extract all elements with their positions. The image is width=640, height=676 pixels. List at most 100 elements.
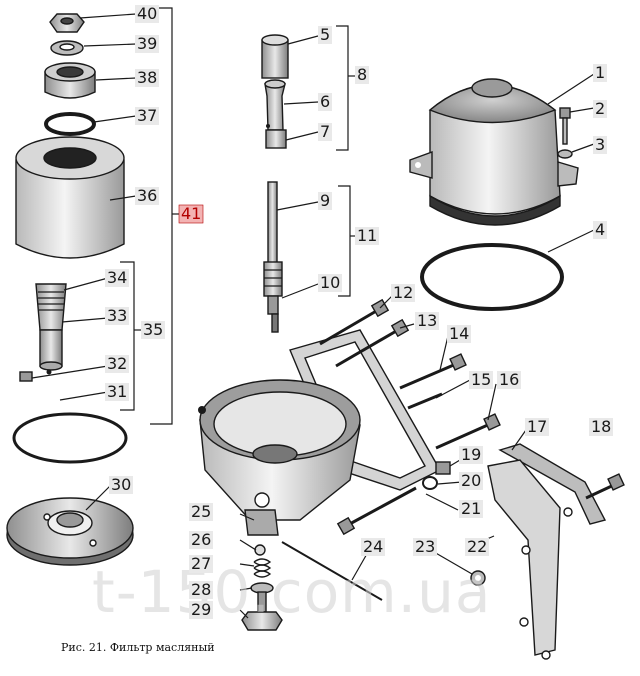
callout-label-7: 7 <box>320 122 330 141</box>
filter-element-part-36 <box>15 136 125 259</box>
callout-label-bg-22 <box>465 538 489 556</box>
callout-label-bg-11 <box>355 227 379 245</box>
washer-part-39 <box>50 40 84 56</box>
clip-part-23 <box>470 570 486 586</box>
sleeve-part-5 <box>261 34 289 79</box>
callout-label-40: 40 <box>137 4 157 23</box>
callout-label-bg-16 <box>497 371 521 389</box>
callout-label-bg-36 <box>135 187 159 205</box>
callout-label-bg-8 <box>355 66 369 84</box>
callout-label-13: 13 <box>417 311 437 330</box>
callout-label-bg-18 <box>589 418 613 436</box>
callout-label-bg-38 <box>135 69 159 87</box>
callout-label-bg-17 <box>525 418 549 436</box>
nut-part-40 <box>49 13 85 33</box>
callout-label-18: 18 <box>591 417 611 436</box>
callout-label-bg-6 <box>318 93 332 111</box>
callout-label-1: 1 <box>595 63 605 82</box>
gasket-ring-part-4 <box>420 243 564 311</box>
callout-label-31: 31 <box>107 382 127 401</box>
callout-label-5: 5 <box>320 25 330 44</box>
callout-label-30: 30 <box>111 475 131 494</box>
rod-part-24 <box>281 541 383 601</box>
callout-label-19: 19 <box>461 445 481 464</box>
group-brackets <box>120 7 356 425</box>
callout-label-23: 23 <box>415 537 435 556</box>
callout-label-4: 4 <box>595 220 605 239</box>
callout-label-bg-21 <box>459 500 483 518</box>
callout-label-34: 34 <box>107 268 127 287</box>
callout-label-28: 28 <box>191 580 211 599</box>
ring-part-37 <box>44 112 96 136</box>
callout-label-20: 20 <box>461 471 481 490</box>
callout-label-bg-4 <box>593 221 607 239</box>
callout-label-38: 38 <box>137 68 157 87</box>
callout-label-bg-5 <box>318 26 332 44</box>
callout-label-36: 36 <box>137 186 157 205</box>
callout-label-bg-10 <box>318 274 342 292</box>
callout-label-bg-26 <box>189 531 213 549</box>
callout-label-32: 32 <box>107 354 127 373</box>
callout-label-bg-39 <box>135 35 159 53</box>
callout-label-bg-7 <box>318 123 332 141</box>
callout-label-bg-2 <box>593 100 607 118</box>
callout-label-11: 11 <box>357 226 377 245</box>
callout-label-bg-13 <box>415 312 439 330</box>
callout-label-bg-20 <box>459 472 483 490</box>
callout-label-29: 29 <box>191 600 211 619</box>
callout-label-17: 17 <box>527 417 547 436</box>
watermark-text: t-150.com.ua <box>92 558 491 626</box>
callout-label-bg-33 <box>105 307 129 325</box>
callout-label-bg-35 <box>141 321 165 339</box>
valve-assembly-part-33-34 <box>35 283 67 375</box>
screw-part-32 <box>19 371 33 382</box>
callout-label-22: 22 <box>467 537 487 556</box>
axle-part-9-10 <box>263 181 283 333</box>
callout-label-bg-15 <box>469 371 493 389</box>
callout-label-bg-40 <box>135 5 159 23</box>
callout-label-bg-31 <box>105 383 129 401</box>
callout-label-15: 15 <box>471 370 491 389</box>
callout-label-bg-28 <box>189 581 213 599</box>
callout-label-37: 37 <box>137 106 157 125</box>
callout-label-3: 3 <box>595 135 605 154</box>
bracket-part-17-22 <box>487 443 607 660</box>
callout-label-39: 39 <box>137 34 157 53</box>
callout-label-bg-9 <box>318 192 332 210</box>
callout-label-bg-27 <box>189 555 213 573</box>
filter-cap-part-1 <box>409 78 579 226</box>
callout-label-8: 8 <box>357 65 367 84</box>
callout-label-bg-23 <box>413 538 437 556</box>
bushing-part-38 <box>44 62 96 99</box>
spindle-part-6-7 <box>264 79 287 149</box>
callout-label-bg-29 <box>189 601 213 619</box>
bolt-part-2 <box>559 107 571 145</box>
washer-part-3 <box>557 149 573 159</box>
callout-label-bg-3 <box>593 136 607 154</box>
callout-label-bg-19 <box>459 446 483 464</box>
filter-housing-part-25 <box>198 329 441 536</box>
bolt-part-18 <box>585 473 625 500</box>
callout-label-26: 26 <box>191 530 211 549</box>
figure-caption: Рис. 21. Фильтр масляный <box>61 641 215 654</box>
callout-label-bg-12 <box>391 284 415 302</box>
callout-label-16: 16 <box>499 370 519 389</box>
callout-label-41: 41 <box>181 204 201 223</box>
callout-label-bg-1 <box>593 64 607 82</box>
callout-label-14: 14 <box>449 324 469 343</box>
base-disc-part-30 <box>6 497 134 566</box>
callout-label-bg-32 <box>105 355 129 373</box>
nut-washer-part-19-20 <box>422 461 451 490</box>
callout-label-bg-37 <box>135 107 159 125</box>
callout-label-33: 33 <box>107 306 127 325</box>
callout-label-9: 9 <box>320 191 330 210</box>
long-bolts-part-12-15 <box>319 298 501 450</box>
callout-label-12: 12 <box>393 283 413 302</box>
callout-label-bg-25 <box>189 503 213 521</box>
callout-label-2: 2 <box>595 99 605 118</box>
callout-label-bg-30 <box>109 476 133 494</box>
callout-label-21: 21 <box>461 499 481 518</box>
callout-label-bg-34 <box>105 269 129 287</box>
